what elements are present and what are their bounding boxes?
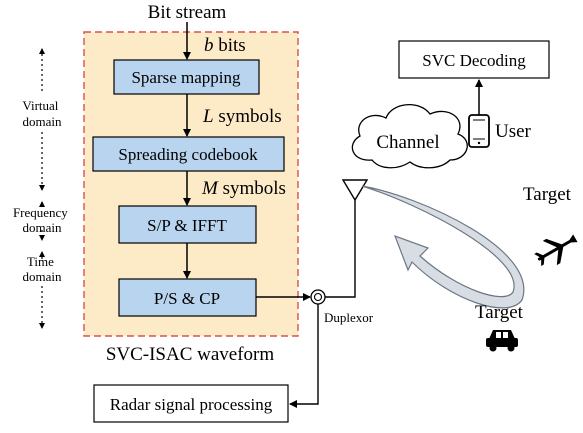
- channel-label: Channel: [376, 132, 439, 153]
- spreading-codebook-label: Spreading codebook: [118, 145, 258, 164]
- duplexor-to-antenna-line: [325, 200, 356, 298]
- target-aircraft-label: Target: [523, 184, 572, 205]
- sparse-mapping-label: Sparse mapping: [131, 68, 241, 87]
- channel-cloud-icon: [351, 104, 468, 169]
- sp-ifft-label: S/P & IFFT: [147, 216, 227, 235]
- phone-icon: [468, 114, 490, 148]
- svc-decoding-block: [398, 40, 550, 79]
- sp-ifft-block: [118, 205, 257, 244]
- airplane-icon: [534, 234, 578, 267]
- radar-processing-label: Radar signal processing: [110, 395, 273, 414]
- svc-decoding-label: SVC Decoding: [422, 51, 526, 70]
- step-l-symbols: L symbols: [202, 106, 282, 127]
- target-car-label: Target: [475, 302, 524, 323]
- antenna-icon: [341, 179, 369, 202]
- virtual-domain-label: Virtual domain: [22, 98, 62, 129]
- car-icon: [486, 330, 518, 352]
- sparse-mapping-block: [113, 59, 260, 95]
- time-domain-label: Time domain: [23, 254, 62, 284]
- ps-cp-label: P/S & CP: [154, 289, 220, 308]
- duplexor-label: Duplexor: [324, 310, 374, 325]
- radar-beam-shape: [361, 185, 525, 309]
- bit-stream-label: Bit stream: [148, 2, 227, 23]
- spreading-codebook-block: [92, 136, 285, 172]
- duplexor-to-radar-line: [289, 304, 319, 408]
- user-label: User: [495, 121, 532, 142]
- duplexor-icon: [310, 289, 326, 305]
- svc-isac-waveform-label: SVC-ISAC waveform: [106, 344, 275, 365]
- ps-cp-block: [118, 278, 257, 317]
- radar-processing-block: [93, 384, 289, 423]
- step-b-bits: b bits: [204, 35, 246, 56]
- step-m-symbols: M symbols: [201, 178, 286, 199]
- frequency-domain-label: Frequency domain: [13, 205, 71, 235]
